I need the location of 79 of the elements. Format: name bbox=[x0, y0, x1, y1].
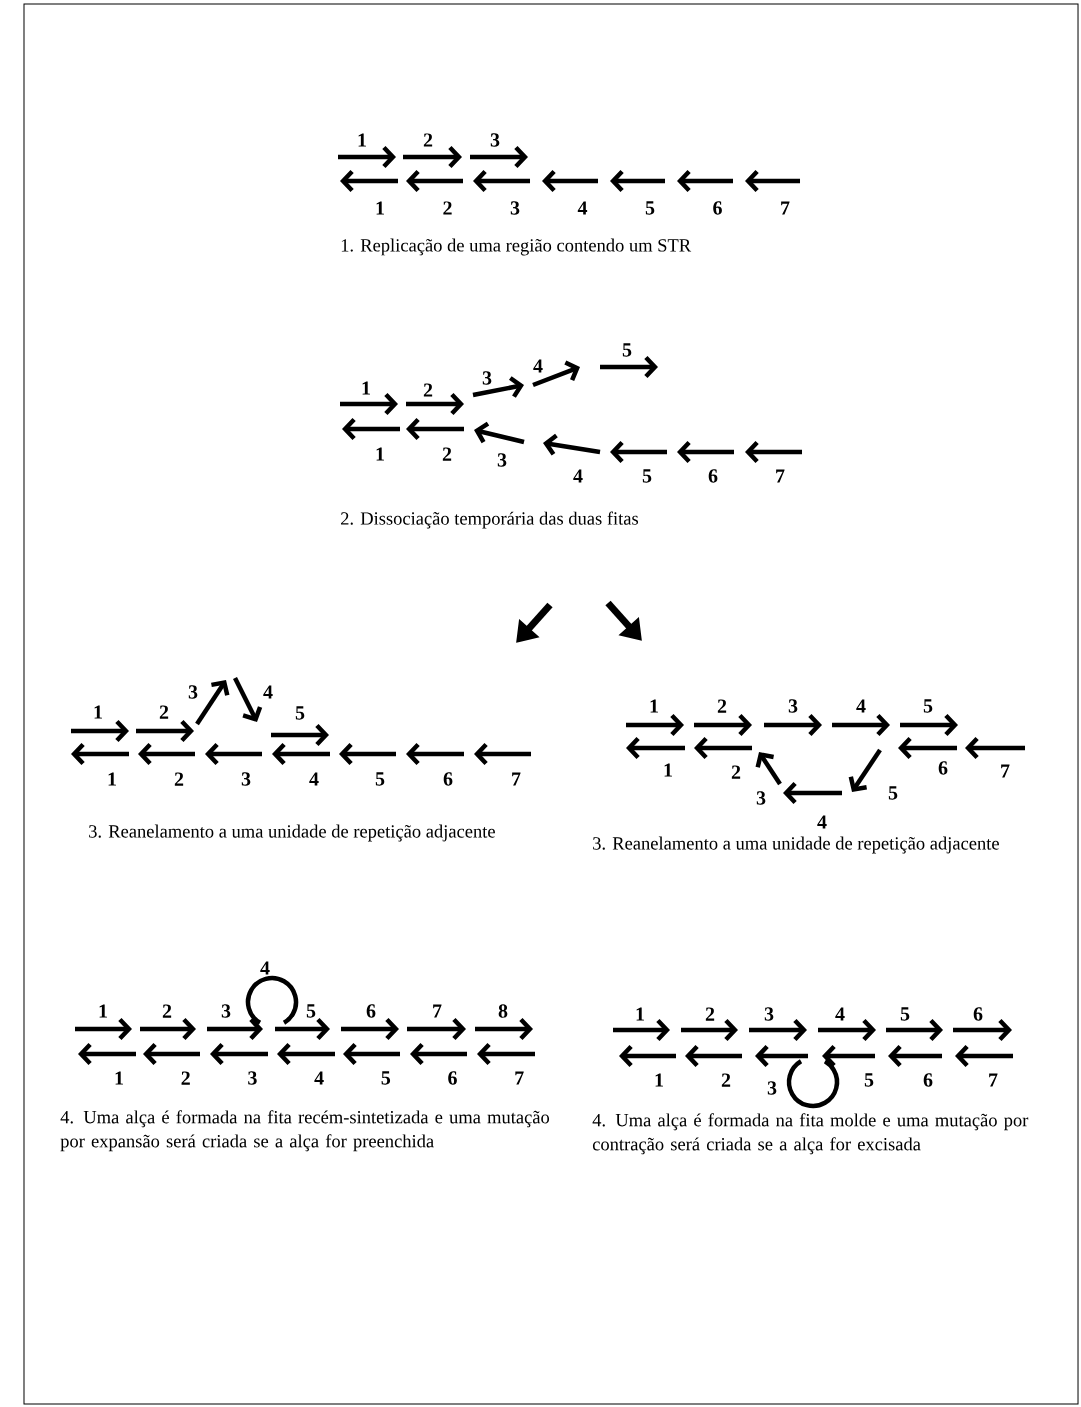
number-label: 5 bbox=[642, 469, 652, 483]
number-label: 3 bbox=[756, 791, 766, 805]
number-label: 2 bbox=[162, 1004, 172, 1018]
caption-text: 4. Uma alça é formada na fita recém-sintetizada e uma mutação por expansão será criada se a alça for preenchida bbox=[60, 1110, 550, 1152]
number-label: 4 bbox=[856, 699, 866, 713]
number-label: 4 bbox=[263, 685, 273, 699]
number-label: 2 bbox=[717, 699, 727, 713]
caption-text: 3. Reanelamento a uma unidade de repetição adjacente bbox=[89, 824, 495, 842]
number-label: 7 bbox=[989, 1073, 998, 1087]
number-label: 1 bbox=[94, 705, 102, 719]
number-label: 3 bbox=[767, 1081, 777, 1095]
number-label: 1 bbox=[376, 447, 384, 461]
number-label: 4 bbox=[573, 469, 583, 483]
number-label: 7 bbox=[433, 1004, 442, 1018]
number-label: 1 bbox=[636, 1007, 644, 1021]
number-label: 4 bbox=[309, 772, 319, 786]
number-label: 2 bbox=[731, 765, 741, 779]
caption-text: 1. Replicação de uma região contendo um STR bbox=[341, 238, 692, 256]
number-label: 1 bbox=[358, 133, 366, 147]
number-label: 1 bbox=[115, 1071, 123, 1085]
number-label: 1 bbox=[376, 201, 384, 215]
number-label: 8 bbox=[498, 1004, 508, 1018]
number-label: 7 bbox=[781, 201, 790, 215]
number-label: 4 bbox=[314, 1071, 324, 1085]
number-label: 3 bbox=[497, 453, 507, 467]
number-label: 4 bbox=[533, 359, 543, 373]
number-label: 6 bbox=[973, 1007, 983, 1021]
number-label: 5 bbox=[295, 706, 305, 720]
number-label: 7 bbox=[776, 469, 785, 483]
number-label: 4 bbox=[577, 201, 588, 215]
number-label: 3 bbox=[241, 772, 251, 786]
number-label: 6 bbox=[923, 1073, 933, 1087]
number-label: 6 bbox=[443, 772, 453, 786]
number-label: 7 bbox=[515, 1071, 524, 1085]
number-label: 3 bbox=[490, 133, 500, 147]
number-label: 1 bbox=[99, 1004, 107, 1018]
number-label: 5 bbox=[645, 201, 655, 215]
number-label: 5 bbox=[381, 1071, 391, 1085]
number-label: 4 bbox=[260, 961, 270, 975]
number-label: 6 bbox=[938, 761, 948, 775]
number-label: 3 bbox=[188, 685, 198, 699]
number-label: 3 bbox=[788, 699, 798, 713]
number-label: 2 bbox=[159, 705, 169, 719]
number-label: 1 bbox=[362, 381, 370, 395]
number-label: 7 bbox=[1001, 764, 1010, 778]
number-label: 6 bbox=[366, 1004, 376, 1018]
number-label: 7 bbox=[512, 772, 521, 786]
number-label: 5 bbox=[900, 1007, 910, 1021]
number-label: 2 bbox=[442, 447, 452, 461]
number-label: 2 bbox=[705, 1007, 715, 1021]
number-label: 1 bbox=[108, 772, 116, 786]
number-label: 5 bbox=[888, 786, 898, 800]
number-label: 4 bbox=[835, 1007, 845, 1021]
number-label: 4 bbox=[817, 815, 827, 829]
number-label: 1 bbox=[655, 1073, 663, 1087]
number-label: 5 bbox=[864, 1073, 874, 1087]
number-label: 2 bbox=[443, 201, 452, 215]
number-label: 2 bbox=[423, 383, 433, 397]
number-label: 6 bbox=[448, 1071, 457, 1085]
number-label: 3 bbox=[248, 1071, 257, 1085]
number-label: 5 bbox=[375, 772, 385, 786]
caption-text: 2. Dissociação temporária das duas fitas bbox=[341, 511, 639, 529]
number-label: 3 bbox=[482, 371, 492, 385]
number-label: 3 bbox=[764, 1007, 774, 1021]
number-label: 1 bbox=[664, 763, 672, 777]
number-label: 6 bbox=[708, 469, 718, 483]
number-label: 2 bbox=[174, 772, 184, 786]
number-label: 3 bbox=[510, 201, 520, 215]
number-label: 2 bbox=[721, 1073, 731, 1087]
number-label: 5 bbox=[306, 1004, 316, 1018]
number-label: 3 bbox=[221, 1004, 231, 1018]
number-label: 6 bbox=[713, 201, 722, 215]
number-label: 1 bbox=[650, 699, 658, 713]
caption-text: 4. Uma alça é formada na fita molde e uma mutação por contração será criada se a alça for excisada bbox=[592, 1113, 1029, 1155]
caption-text: 3. Reanelamento a uma unidade de repetição adjacente bbox=[593, 836, 999, 854]
number-label: 2 bbox=[423, 133, 433, 147]
number-label: 5 bbox=[923, 699, 933, 713]
number-label: 5 bbox=[622, 343, 632, 357]
number-label: 2 bbox=[181, 1071, 190, 1085]
